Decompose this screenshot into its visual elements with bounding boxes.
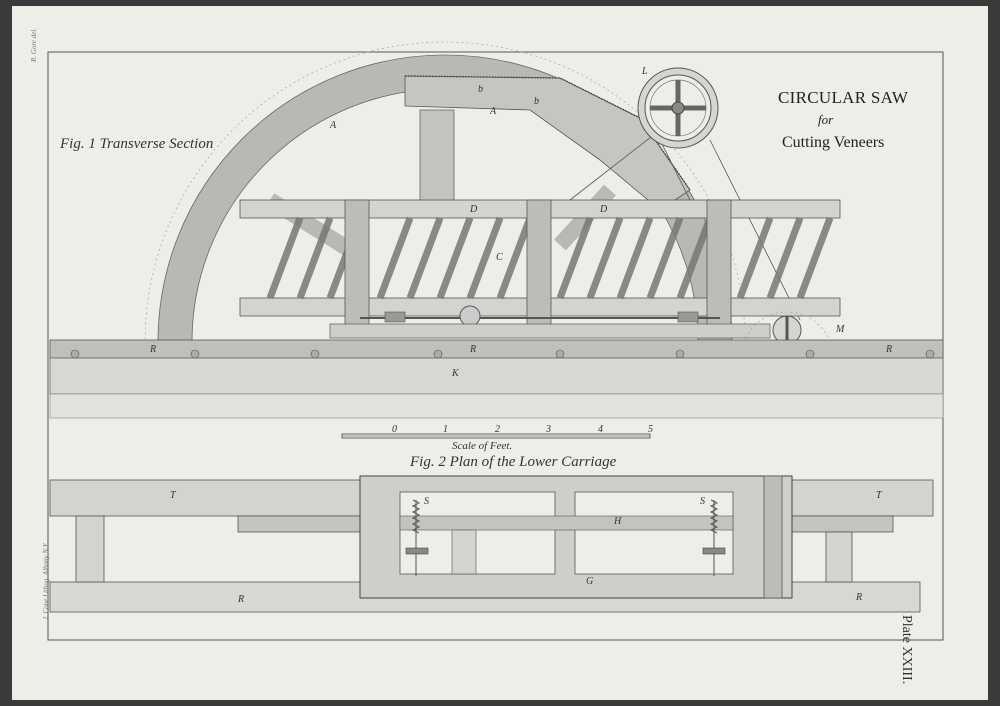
label-t: T [170, 490, 176, 501]
label-d: D [600, 204, 608, 215]
label-g: G [586, 576, 594, 587]
scale-tick: 4 [598, 424, 603, 435]
label-b: b [534, 96, 539, 107]
scale-tick: 5 [648, 424, 653, 435]
scale-caption: Scale of Feet. [452, 440, 513, 452]
scale-tick: 2 [495, 424, 500, 435]
label-r: R [856, 592, 863, 603]
scale-tick: 0 [392, 424, 397, 435]
label-a: A [490, 106, 497, 117]
label-m: M [836, 324, 845, 335]
scale-bar [341, 433, 651, 439]
label-r: R [886, 344, 893, 355]
label-k: K [452, 368, 459, 379]
label-l: L [642, 66, 648, 77]
credit-lithographer: J. Cone Lithog. Albany N.Y. [42, 542, 50, 620]
scale-tick: 3 [546, 424, 551, 435]
pulley-l [637, 67, 719, 149]
figure-2-caption: Fig. 2 Plan of the Lower Carriage [410, 454, 617, 470]
label-s: S [700, 496, 705, 507]
label-r: R [470, 344, 477, 355]
plate-title: CIRCULAR SAW [778, 88, 909, 107]
rail-r [49, 339, 944, 419]
label-d: D [470, 204, 478, 215]
wheel-m [740, 311, 834, 405]
label-r: R [238, 594, 245, 605]
label-t: T [876, 490, 882, 501]
plate-number: Plate XXIII. [899, 615, 914, 685]
label-c: C [496, 252, 503, 263]
figure-2-lower-carriage-plan [49, 475, 934, 613]
scale-tick: 1 [443, 424, 448, 435]
plate-subtitle: Cutting Veneers [782, 134, 885, 151]
label-r: R [150, 344, 157, 355]
label-b: b [478, 84, 483, 95]
figure-1-transverse-section [49, 41, 944, 419]
credit-draftsman: R. Gore del. [30, 28, 38, 62]
plate-title-for: for [818, 112, 834, 127]
label-a: A [330, 120, 337, 131]
saw-carriage-frame [239, 199, 841, 339]
label-s: S [424, 496, 429, 507]
figure-1-caption: Fig. 1 Transverse Section [60, 136, 214, 152]
label-h: H [614, 516, 622, 527]
